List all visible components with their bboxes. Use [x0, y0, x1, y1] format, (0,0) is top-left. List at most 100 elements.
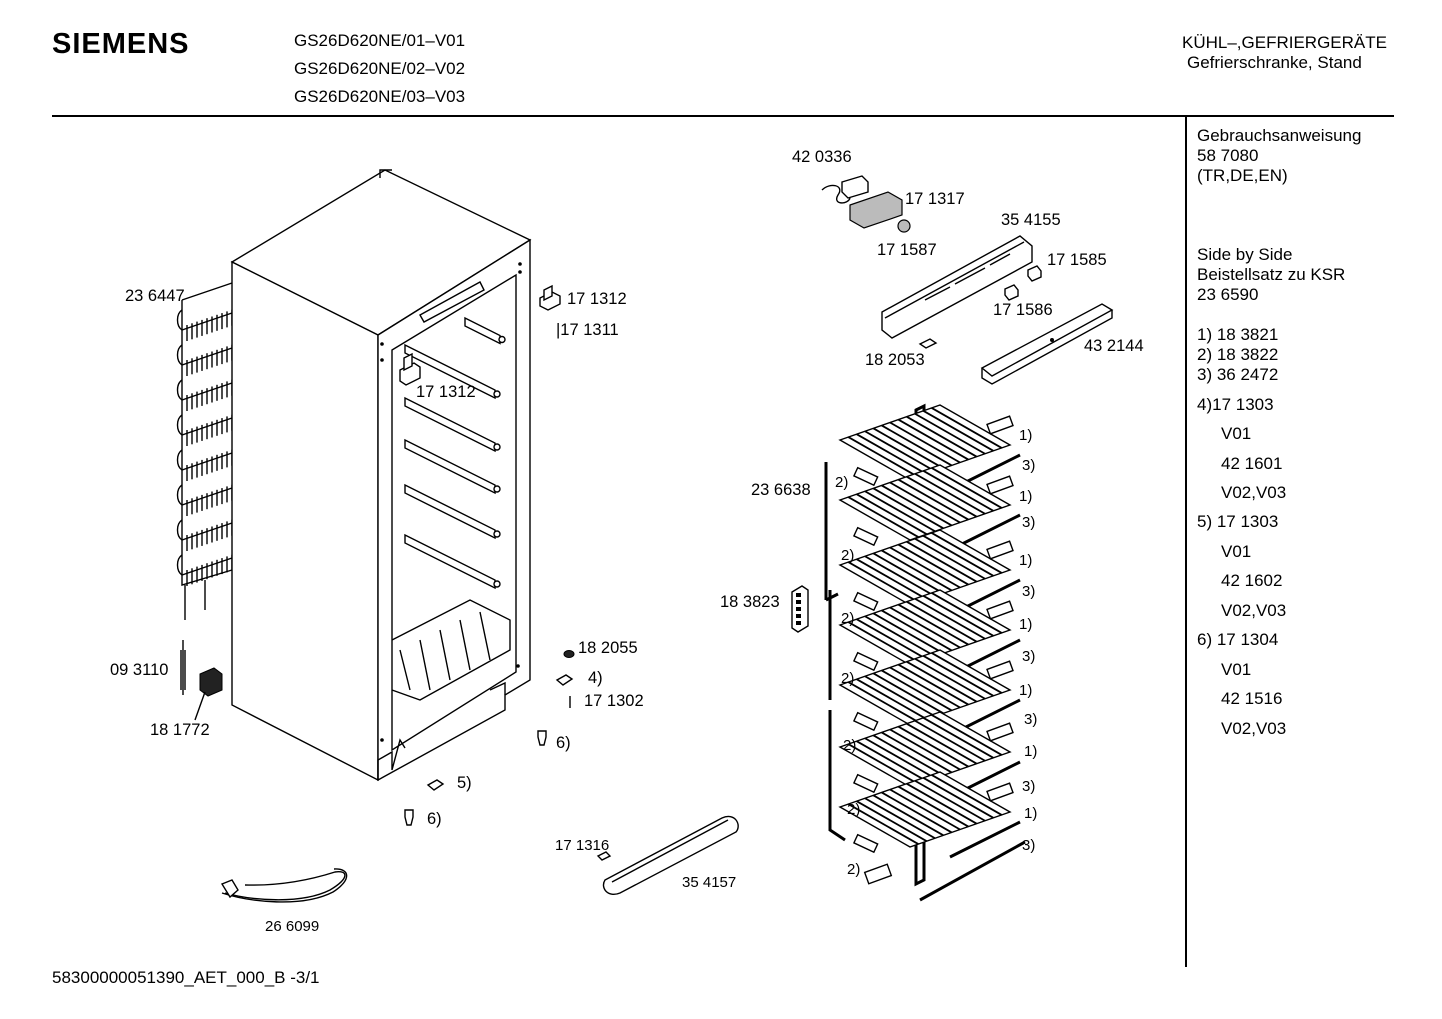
shelf-clip-left — [852, 773, 879, 794]
shelf-wire — [914, 597, 986, 640]
shelf-wire — [872, 552, 944, 595]
shelf-wire — [864, 430, 936, 473]
door-rail — [404, 438, 496, 495]
shelf-wire — [864, 555, 936, 598]
coil-bend — [176, 379, 233, 401]
note-6: 6) 17 1304 — [1197, 630, 1279, 649]
label-266099: 26 6099 — [265, 918, 320, 935]
label-183823: 18 3823 — [720, 593, 780, 611]
shelf-wire — [856, 740, 928, 782]
kit-number: 23 6590 — [1197, 285, 1259, 304]
label-171302: 17 1302 — [584, 692, 644, 710]
shelf-wire — [897, 663, 969, 706]
shelf-wire — [872, 427, 944, 470]
rack-callout: 3) — [1022, 457, 1036, 474]
shelf-wire — [931, 532, 1003, 574]
note-3: 3) 36 2472 — [1197, 365, 1279, 384]
shelf-wire — [906, 782, 978, 825]
shelf-wire — [856, 678, 928, 720]
shelf-wire — [847, 621, 919, 663]
shelf-wire — [856, 800, 928, 842]
category-title: KÜHL–,GEFRIERGERÄTE — [1182, 33, 1387, 52]
rack-callout: 1) — [1019, 488, 1033, 505]
model-number-3: GS26D620NE/03–V03 — [294, 87, 466, 106]
shelf-wire — [864, 675, 936, 718]
door-rail — [464, 316, 501, 345]
shelf-wire — [881, 424, 953, 467]
label-420336: 42 0336 — [792, 148, 852, 166]
model-number-2: GS26D620NE/02–V02 — [294, 59, 466, 78]
label-236638: 23 6638 — [751, 481, 811, 499]
shelf-wire — [889, 606, 961, 649]
shelf-wire — [872, 734, 944, 777]
label-181772: 18 1772 — [150, 721, 210, 739]
shelf-wire — [864, 490, 936, 533]
shelf-wire — [897, 603, 969, 646]
label-432144: 43 2144 — [1084, 337, 1144, 355]
shelf-wire — [931, 774, 1003, 816]
label-182055: 18 2055 — [578, 639, 638, 657]
shelf-wire — [881, 669, 953, 712]
shelf-wire — [881, 791, 953, 834]
shelf-clip-left — [852, 466, 879, 487]
shelf-wire — [906, 475, 978, 518]
shelf-clip — [986, 722, 1014, 742]
label-182053: 18 2053 — [865, 351, 925, 369]
rail-end — [493, 443, 501, 451]
label-171317: 17 1317 — [905, 190, 965, 208]
shelf-wire — [906, 415, 978, 458]
shelf-wire — [897, 543, 969, 586]
shelf-wire — [856, 433, 928, 475]
rack-callout: 3) — [1022, 648, 1036, 665]
shelf-wire — [897, 785, 969, 828]
rack-callout-2: 2) — [847, 861, 861, 878]
label-171312-inner: 17 1312 — [416, 383, 476, 401]
manual-title: Gebrauchsanweisung — [1197, 126, 1362, 145]
kit-description: Beistellsatz zu KSR — [1197, 265, 1346, 284]
category-subtitle: Gefrierschranke, Stand — [1187, 53, 1362, 72]
shelf-wire — [881, 609, 953, 652]
shelf-wire — [872, 672, 944, 715]
rack-callout: 1) — [1024, 805, 1038, 822]
shelf-wire — [872, 487, 944, 530]
shelf-wire — [897, 478, 969, 521]
door-rail — [404, 483, 496, 540]
label-236447: 23 6447 — [125, 287, 185, 305]
bracket-hole — [796, 621, 801, 625]
shelf-clip-bottom — [863, 863, 893, 885]
note-5-alt: 42 1602 — [1221, 571, 1283, 590]
shelf-wire — [906, 660, 978, 703]
rack-callout-2: 2) — [847, 801, 861, 818]
note-6-v02: V02,V03 — [1221, 719, 1287, 738]
label-171312-top: 17 1312 — [567, 290, 627, 308]
label-171316: 17 1316 — [555, 837, 610, 854]
coil-bend — [176, 519, 233, 541]
rack-callout: 1) — [1019, 427, 1033, 444]
shelf-clip — [986, 600, 1014, 620]
coil-bend — [176, 414, 233, 436]
shelf-wire — [864, 797, 936, 840]
rail-end — [493, 580, 501, 588]
shelf-wire — [889, 666, 961, 709]
shelf-clip-left — [852, 651, 879, 672]
note-4-v01: V01 — [1221, 424, 1252, 443]
note-6-v01: V01 — [1221, 660, 1252, 679]
rack-callout: 1) — [1019, 682, 1033, 699]
shelf-wire — [872, 794, 944, 837]
door-rail — [404, 396, 496, 453]
sidebar-divider — [1185, 117, 1187, 967]
shelf-wire — [922, 655, 994, 697]
shelf-wire — [889, 788, 961, 831]
rack-callout-2: 2) — [841, 610, 855, 627]
shelf-wire — [931, 714, 1003, 756]
shelf-wire — [847, 561, 919, 603]
shelf-wire — [931, 592, 1003, 634]
shelf-wire — [872, 612, 944, 655]
shelf-wire — [889, 481, 961, 524]
note-4: 4)17 1303 — [1197, 395, 1274, 414]
rack-callout: 1) — [1019, 552, 1033, 569]
coil-bend — [176, 344, 233, 366]
shelf-wire — [881, 731, 953, 774]
door-rail — [404, 533, 496, 590]
rail-end — [498, 335, 506, 344]
